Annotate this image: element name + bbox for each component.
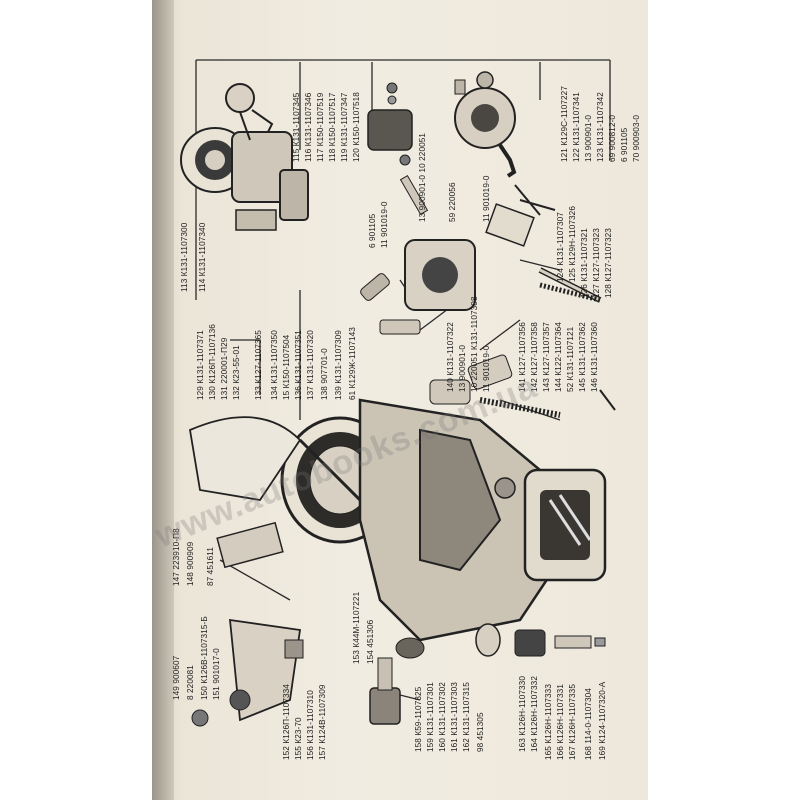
callout-label: 13 900901-0	[584, 114, 593, 162]
springs-and-rods	[467, 282, 616, 418]
callout-label: 70 900903-0	[632, 114, 641, 162]
callout-label: 155 К23-70	[294, 717, 303, 760]
callout-label: 126 К131-1107321	[580, 228, 589, 298]
callout-label: 167 К126Н-1107335	[568, 684, 577, 760]
filter-screen-assembly	[367, 82, 429, 216]
callout-label: 52 К131-1107121	[566, 326, 575, 392]
callout-label: 161 К131-1107303	[450, 682, 459, 752]
callout-label: 151 901017-0	[212, 648, 221, 700]
callout-label: 13 900901-0 10 220051	[418, 132, 427, 222]
callout-label: 122 К131-1107341	[572, 92, 581, 162]
carburetor-body	[280, 379, 607, 642]
callout-label: 136 К131-1107351	[294, 330, 303, 400]
callout-label: 61 К129Ж-1107143	[348, 327, 357, 400]
callout-label: 169 К124-1107320-А	[598, 681, 607, 760]
callout-label: 138 907701-0	[320, 348, 329, 400]
callout-label: 156 К131-1107310	[306, 690, 315, 760]
callout-label: 6 901105	[620, 127, 629, 162]
callout-label: 125 К129Н-1107326	[568, 206, 577, 282]
callout-label: 152 К126П-1107334	[282, 684, 291, 760]
jets-and-plugs	[369, 623, 606, 725]
callout-label: 15 К150-1107504	[282, 334, 291, 400]
callout-label: 137 К131-1107320	[306, 330, 315, 400]
callout-label: 124 К131-1107307	[556, 212, 565, 282]
callout-label: 128 К127-1107323	[604, 228, 613, 298]
callout-label: 87 451611	[206, 547, 215, 586]
callout-label: 120 К150-1107518	[352, 92, 361, 162]
callout-label: 114 К131-1107340	[198, 222, 207, 292]
callout-label: 123 К131-1107342	[596, 92, 605, 162]
callout-label: 160 К131-1107302	[438, 682, 447, 752]
callout-label: 127 К127-1107323	[592, 228, 601, 298]
callout-label: 115 К131-1107345	[292, 92, 301, 162]
callout-label: 149 900607	[172, 655, 181, 700]
callout-label: 119 К131-1107347	[340, 92, 349, 162]
callout-label: 158 К59-1107325	[414, 686, 423, 752]
callout-label: 165 К126Н-1107333	[544, 684, 553, 760]
callout-label: 132 К23-55-01	[232, 345, 241, 400]
page-gutter-shadow	[152, 0, 174, 800]
callout-label: 133 К127-1107365	[254, 330, 263, 400]
callout-label: 113 К131-1107300	[180, 222, 189, 292]
callout-label: 162 К131-1107315	[462, 682, 471, 752]
callout-label: 11 901019-0	[482, 175, 491, 222]
callout-label: 13 900901-0	[458, 344, 467, 392]
callout-label: 139 К131-1107309	[334, 330, 343, 400]
callout-label: 159 К131-1107301	[426, 682, 435, 752]
leader-lines	[219, 259, 561, 701]
callout-label: 154 451306	[366, 619, 375, 664]
callout-label: 8 220081	[186, 665, 195, 700]
callout-label: 59 220056	[448, 182, 457, 222]
callout-label: 150 К126В-1107315-Б	[200, 616, 209, 700]
callout-label: 6 901105	[368, 213, 377, 248]
callout-label: 69 900812-0	[608, 114, 617, 162]
callout-label: 144 К122-1107364	[554, 322, 563, 392]
needle-valve-assembly	[454, 71, 556, 247]
callout-label: 168 114-0-1107304	[584, 688, 593, 760]
callout-label: 163 К126Н-1107330	[518, 676, 527, 752]
callout-label: 146 К131-1107360	[590, 322, 599, 392]
callout-label: 117 К150-1107519	[316, 92, 325, 162]
callout-label: 98 451305	[476, 712, 485, 752]
callout-label: 153 К44М-1107221	[352, 591, 361, 664]
callout-label: 130 К126П-1107136	[208, 324, 217, 400]
callout-label: 129 К131-1107371	[196, 330, 205, 400]
callout-label: 10 220051 К131-1107308	[470, 296, 479, 392]
callout-label: 166 К126Н-1107331	[556, 684, 565, 760]
callout-label: 116 К131-1107346	[304, 92, 313, 162]
callout-label: 134 К131-1107350	[270, 330, 279, 400]
callout-label: 131 220001-П29	[220, 337, 229, 400]
callout-label: 121 К129С-1107227	[560, 86, 569, 162]
callout-label: 118 К150-1107517	[328, 92, 337, 162]
callout-label: 11 901019-0	[380, 201, 389, 248]
callout-label: 157 К124В-1107309	[318, 684, 327, 760]
callout-label: 140 К131-1107322	[446, 322, 455, 392]
leader-lines	[230, 279, 461, 420]
throttle-linkage	[188, 416, 304, 727]
callout-label: 148 900909	[186, 541, 195, 586]
callout-label: 164 К126Н-1107332	[530, 676, 539, 752]
float-chamber-cover	[360, 239, 602, 335]
accelerator-pump-assembly	[180, 83, 309, 231]
callout-label: 145 К131-1107362	[578, 322, 587, 392]
callout-label: 143 К127-1107357	[542, 322, 551, 392]
